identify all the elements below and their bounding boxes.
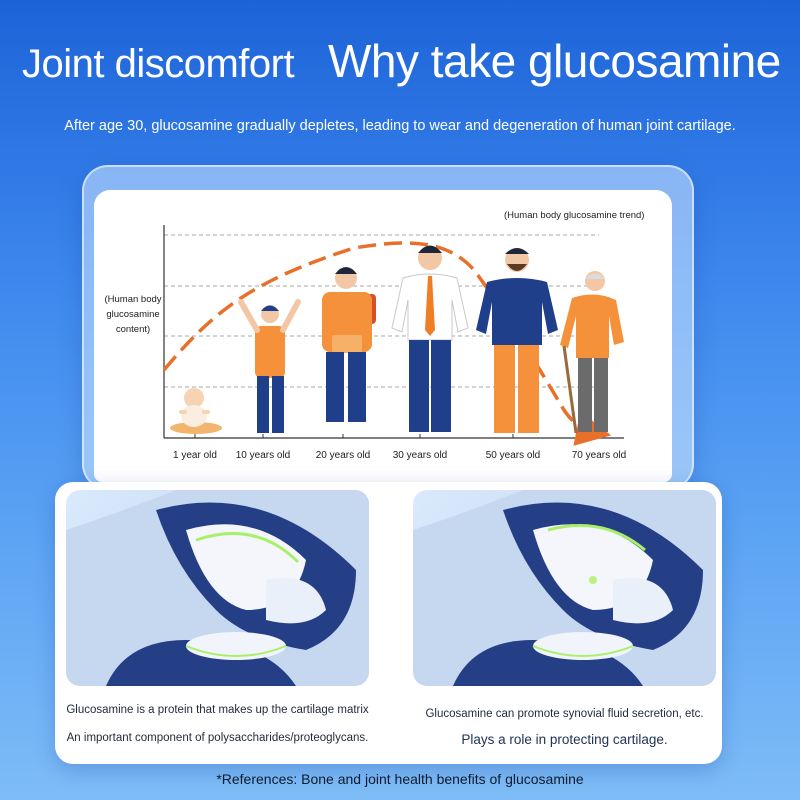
trend-label: (Human body glucosamine trend) [504,210,644,221]
middle-aged-figure [476,248,558,433]
baby-figure [170,388,222,434]
subtitle: After age 30, glucosamine gradually depl… [64,118,736,134]
y-axis-label: (Human body glucosamine content) [104,294,161,335]
glucosamine-trend-chart: (Human body glucosamine trend) (Human bo… [104,210,644,461]
right-caption-line-1: Glucosamine can promote synovial fluid s… [425,708,704,720]
elderly-figure [560,271,624,434]
age-label-50: 50 years old [486,450,540,461]
left-caption-line-1: Glucosamine is a protein that makes up t… [66,704,369,716]
adult-figure [391,245,469,432]
knee-illustration-right [413,490,716,686]
age-label-10: 10 years old [236,450,290,461]
references-footer: *References: Bone and joint health benef… [216,771,584,787]
right-caption-line-2: Plays a role in protecting cartilage. [461,732,668,747]
age-labels: 1 year old 10 years old 20 years old 30 … [173,450,626,461]
title-joint-discomfort: Joint discomfort [22,42,295,86]
title-row: Joint discomfort Why take glucosamine [0,30,800,100]
age-label-30: 30 years old [393,450,447,461]
trend-curve [162,241,612,446]
age-label-70: 70 years old [572,450,626,461]
child-figure [238,299,301,433]
title-why-glucosamine: Why take glucosamine [328,35,781,87]
left-caption-line-2: An important component of polysaccharide… [66,732,369,744]
knee-cartilage-image-right [413,490,716,686]
y-label-line-1: (Human body [104,294,161,305]
knee-illustration-left [66,490,369,686]
y-label-line-2: glucosamine [106,309,159,320]
age-label-20: 20 years old [316,450,370,461]
teen-figure [322,267,376,422]
y-label-line-3: content) [116,324,150,335]
knee-cartilage-image-left [66,490,369,686]
grid-lines [164,234,599,388]
age-label-1: 1 year old [173,450,217,461]
